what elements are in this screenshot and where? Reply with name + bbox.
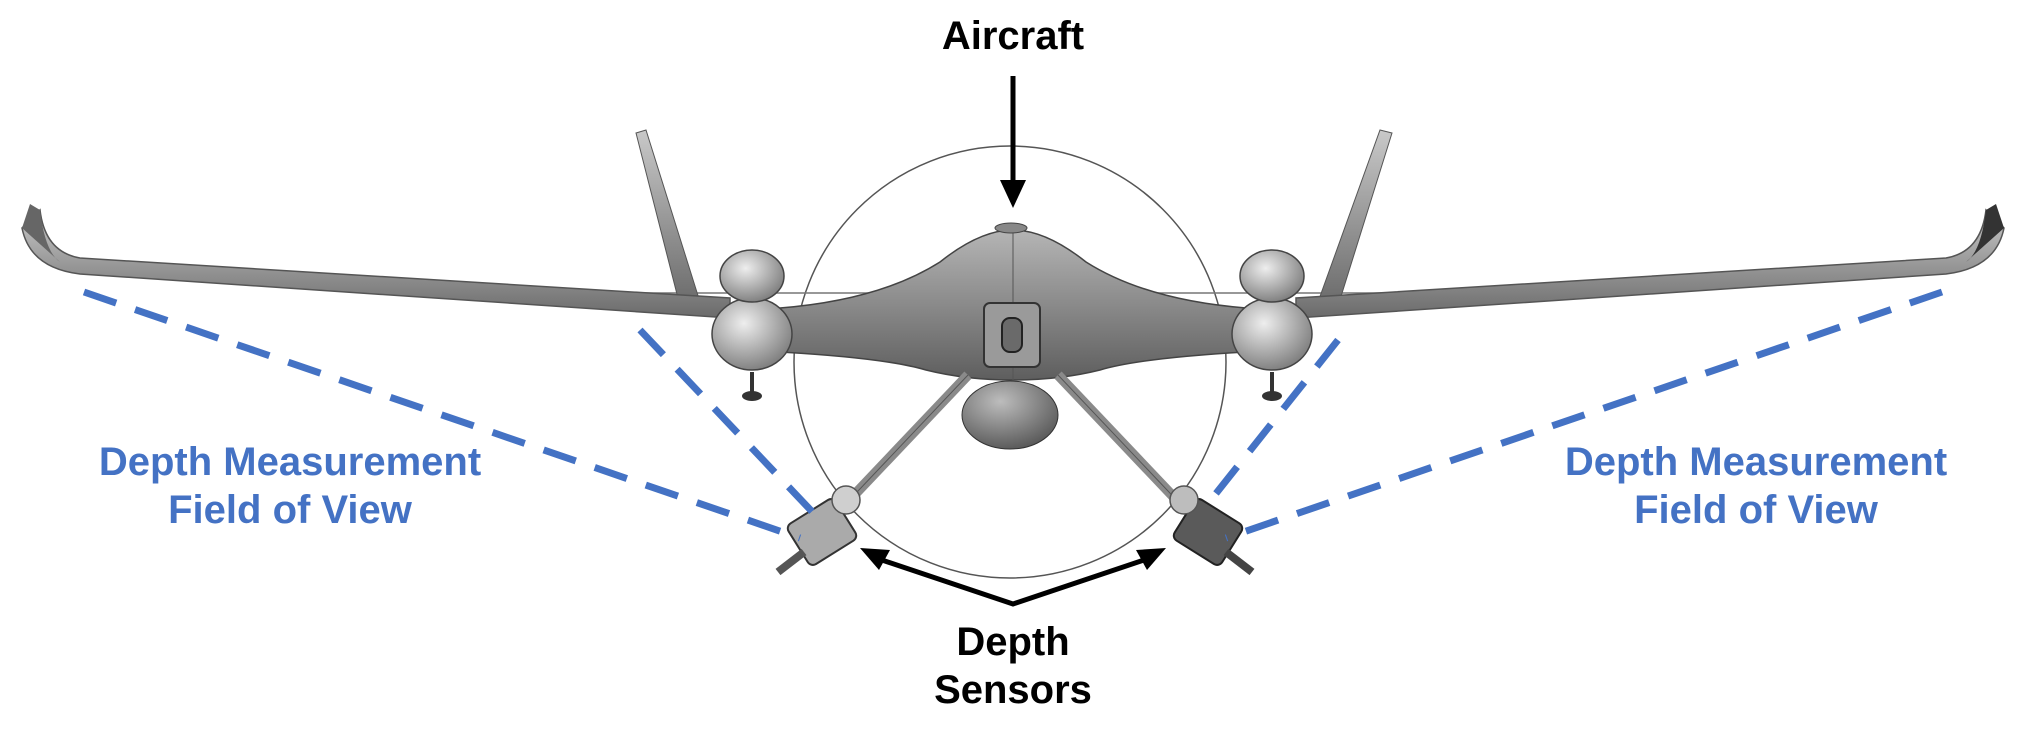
sensor-arrow-head-right [1136, 548, 1166, 570]
motor-pod-left [711, 249, 793, 401]
depth-sensors-label: Depth Sensors [880, 618, 1146, 714]
fov-right-line1: Depth Measurement [1564, 440, 1948, 484]
winglet-right [1966, 204, 2004, 262]
antenna [994, 222, 1028, 234]
fov-right-lines [1203, 288, 1944, 542]
strut-left-outline [839, 374, 969, 511]
tail-left [635, 129, 701, 307]
belly-dome [961, 380, 1059, 450]
propeller-disc [793, 145, 1227, 579]
wing-left [21, 208, 731, 319]
fov-right-outer [1224, 288, 1944, 542]
fov-left-label: Depth Measurement Field of View [60, 438, 520, 534]
arrows [860, 76, 1166, 607]
fov-right-line2: Field of View [1634, 488, 1878, 532]
strut-right-outline [1057, 374, 1187, 511]
depth-sensors-line2: Sensors [934, 668, 1092, 712]
fov-left-inner [637, 327, 823, 523]
fov-right-label: Depth Measurement Field of View [1526, 438, 1986, 534]
winglet-left [22, 204, 60, 262]
sensor-arrows-shaft [869, 553, 1157, 607]
aircraft-icon [21, 129, 2005, 579]
depth-sensors-line1: Depth [956, 620, 1070, 664]
fov-left-outer [82, 288, 802, 542]
depth-sensor-right [1169, 485, 1255, 576]
motor-pod-right [1231, 249, 1313, 401]
sensor-arrow-head-left [860, 548, 890, 570]
fov-left-line1: Depth Measurement [98, 440, 482, 484]
aircraft-arrow-head [1000, 180, 1026, 208]
fov-left-lines [82, 288, 823, 542]
aircraft-label-text: Aircraft [941, 14, 1085, 58]
fov-left-line2: Field of View [168, 488, 412, 532]
aircraft-label: Aircraft [900, 12, 1126, 60]
depth-sensor-left [775, 485, 861, 576]
fov-right-inner [1203, 337, 1341, 509]
tail-right [1317, 129, 1393, 307]
camera-lens [1001, 317, 1023, 353]
wing-right [1295, 208, 2005, 319]
